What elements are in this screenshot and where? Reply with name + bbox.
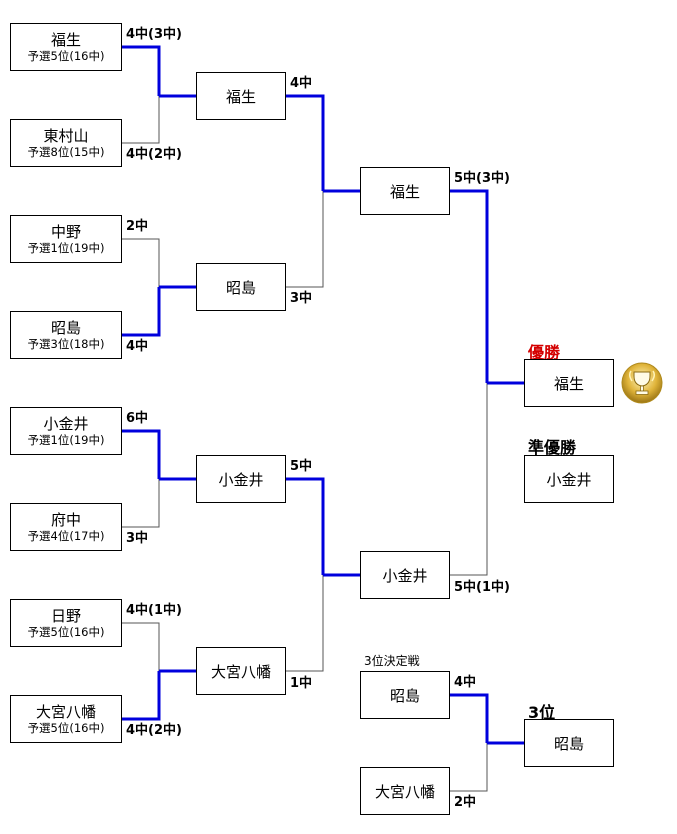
- team-box-r2-3: 小金井: [196, 455, 286, 503]
- team-name: 中野: [50, 223, 81, 241]
- third-place-team-1: 昭島: [360, 671, 450, 719]
- team-name: 昭島: [389, 686, 420, 705]
- connector-third-place: [450, 693, 524, 792]
- team-name: 福生: [225, 87, 256, 106]
- score-r2-2: 3中: [290, 291, 313, 306]
- team-seed: 予選5位(16中): [27, 721, 105, 735]
- team-name: 東村山: [43, 127, 89, 145]
- score-r1-2: 4中(2中): [126, 147, 182, 162]
- team-seed: 予選1位(19中): [27, 433, 105, 447]
- team-box-r1-4: 昭島 予選3位(18中): [10, 311, 122, 359]
- team-box-r1-1: 福生 予選5位(16中): [10, 23, 122, 71]
- team-name: 大宮八幡: [374, 782, 435, 801]
- runner-up-name: 小金井: [546, 470, 592, 489]
- champion-box: 福生: [524, 359, 614, 407]
- champion-name: 福生: [553, 374, 584, 393]
- team-box-r2-2: 昭島: [196, 263, 286, 311]
- score-r1-7: 4中(1中): [126, 603, 182, 618]
- team-box-r1-8: 大宮八幡 予選5位(16中): [10, 695, 122, 743]
- team-name: 小金井: [218, 470, 264, 489]
- team-box-r1-3: 中野 予選1位(19中): [10, 215, 122, 263]
- score-r1-8: 4中(2中): [126, 723, 182, 738]
- connector-r1-c: [122, 429, 196, 528]
- connector-r2-top: [286, 94, 360, 288]
- team-box-r3-2: 小金井: [360, 551, 450, 599]
- team-seed: 予選5位(16中): [27, 625, 105, 639]
- connector-r1-b: [122, 238, 196, 337]
- team-seed: 予選1位(19中): [27, 241, 105, 255]
- score-r3-2: 5中(1中): [454, 580, 510, 595]
- team-box-r1-2: 東村山 予選8位(15中): [10, 119, 122, 167]
- team-name: 府中: [50, 511, 81, 529]
- score-r1-3: 2中: [126, 219, 149, 234]
- score-r2-4: 1中: [290, 676, 313, 691]
- team-name: 福生: [389, 182, 420, 201]
- score-r1-6: 3中: [126, 531, 149, 546]
- team-seed: 予選5位(16中): [27, 49, 105, 63]
- team-box-r1-5: 小金井 予選1位(19中): [10, 407, 122, 455]
- connector-r2-bottom: [286, 477, 360, 672]
- team-name: 小金井: [43, 415, 89, 433]
- score-third-2: 2中: [454, 795, 477, 810]
- team-name: 昭島: [225, 278, 256, 297]
- team-name: 昭島: [50, 319, 81, 337]
- score-r1-5: 6中: [126, 411, 149, 426]
- score-r2-3: 5中: [290, 459, 313, 474]
- runner-up-box: 小金井: [524, 455, 614, 503]
- score-r2-1: 4中: [290, 76, 313, 91]
- score-r1-4: 4中: [126, 339, 149, 354]
- third-place-team-2: 大宮八幡: [360, 767, 450, 815]
- team-name: 日野: [50, 607, 81, 625]
- team-seed: 予選8位(15中): [27, 145, 105, 159]
- team-name: 大宮八幡: [35, 703, 96, 721]
- team-name: 小金井: [382, 566, 428, 585]
- third-place-label: 3位: [528, 703, 556, 722]
- third-place-winner-box: 昭島: [524, 719, 614, 767]
- score-third-1: 4中: [454, 675, 477, 690]
- team-name: 福生: [50, 31, 81, 49]
- score-r1-1: 4中(3中): [126, 27, 182, 42]
- team-box-r2-4: 大宮八幡: [196, 647, 286, 695]
- team-box-r3-1: 福生: [360, 167, 450, 215]
- team-name: 大宮八幡: [210, 662, 271, 681]
- score-r3-1: 5中(3中): [454, 171, 510, 186]
- connector-r1-d: [122, 622, 196, 721]
- team-box-r1-6: 府中 予選4位(17中): [10, 503, 122, 551]
- team-seed: 予選4位(17中): [27, 529, 105, 543]
- team-seed: 予選3位(18中): [27, 337, 105, 351]
- connector-final: [450, 189, 524, 576]
- team-box-r2-1: 福生: [196, 72, 286, 120]
- third-place-winner: 昭島: [553, 734, 584, 753]
- trophy-icon: [621, 362, 663, 404]
- team-box-r1-7: 日野 予選5位(16中): [10, 599, 122, 647]
- champion-label: 優勝: [528, 343, 561, 362]
- connector-r1-a: [122, 45, 196, 144]
- runner-up-label: 準優勝: [528, 438, 577, 457]
- third-place-title: 3位決定戦: [364, 654, 420, 668]
